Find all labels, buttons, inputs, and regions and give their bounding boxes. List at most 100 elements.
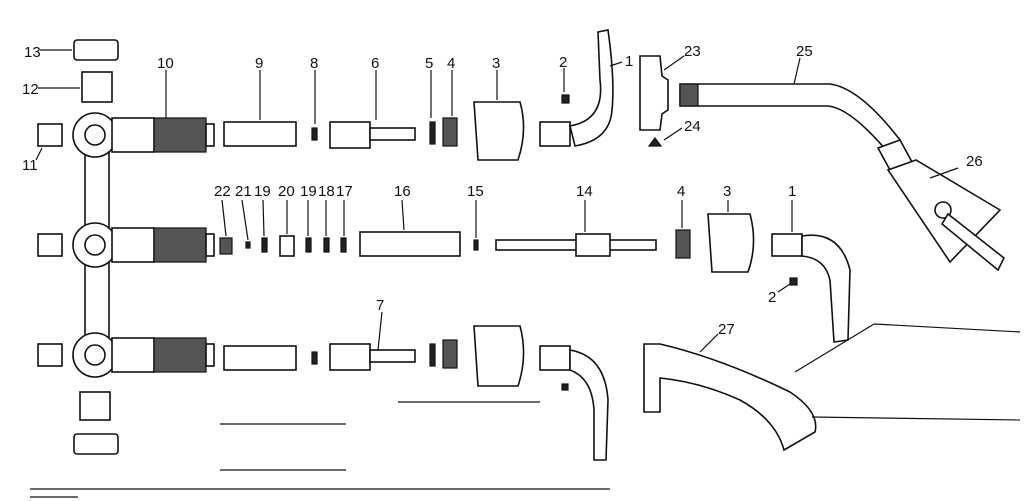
washer-15: [473, 239, 479, 251]
shower-arm-25: [679, 83, 902, 152]
leader-11: [35, 147, 43, 161]
screw-2: [561, 94, 570, 104]
leader-23: [663, 55, 685, 71]
nut-22: [219, 237, 233, 255]
spring-19b: [305, 237, 312, 253]
shower-arm-thread: [679, 83, 699, 107]
line-8: [811, 416, 1021, 421]
tub-spout-27: [643, 343, 817, 452]
label-9: 9: [255, 55, 263, 72]
line-6: [794, 323, 875, 373]
label-16: 16: [394, 183, 411, 200]
center-port-bore: [84, 234, 106, 256]
label-12: 12: [22, 81, 39, 98]
ring-8: [311, 127, 318, 141]
label-4b: 4: [677, 183, 685, 200]
handle-row3-lever: [569, 349, 609, 461]
hot-arm-thread: [153, 117, 207, 153]
cold-port-bore: [84, 344, 106, 366]
label-18: 18: [318, 183, 335, 200]
label-2b: 2: [768, 289, 776, 306]
label-15: 15: [467, 183, 484, 200]
label-14: 14: [576, 183, 593, 200]
leader-7: [377, 311, 383, 351]
leader-1: [609, 61, 623, 67]
adapter-12-top: [81, 71, 113, 103]
leader-19a: [262, 199, 265, 237]
label-1a: 1: [625, 53, 633, 70]
label-21: 21: [235, 183, 252, 200]
label-5: 5: [425, 55, 433, 72]
handle-1b-hub: [771, 233, 803, 257]
cold-arm: [111, 337, 155, 373]
escutcheon-3b: [707, 213, 755, 273]
nut-13-top: [73, 39, 119, 61]
sleeve-9: [223, 121, 297, 147]
label-11: 11: [22, 157, 38, 174]
setscrew-24: [647, 137, 663, 147]
center-arm-thread: [153, 227, 207, 263]
leader-21: [241, 199, 249, 241]
plug-11-top: [37, 123, 63, 147]
label-20: 20: [278, 183, 295, 200]
ring-17: [340, 237, 347, 253]
escutcheon-row3: [473, 325, 525, 387]
leader-16: [401, 199, 405, 231]
ball-21: [245, 241, 251, 249]
cold-arm-thread: [153, 337, 207, 373]
line-7: [873, 323, 1021, 333]
leader-2b: [777, 283, 791, 293]
handle-row3-hub: [539, 345, 571, 371]
leader-22: [221, 199, 227, 237]
label-3a: 3: [492, 55, 500, 72]
label-19a: 19: [254, 183, 271, 200]
washer-5: [429, 121, 436, 145]
label-26: 26: [966, 153, 983, 170]
cold-arm-lip: [205, 343, 215, 367]
label-24: 24: [684, 118, 701, 135]
label-10: 10: [157, 55, 174, 72]
flange-23: [639, 55, 669, 131]
handle-1-lever: [569, 29, 614, 147]
hot-port-bore: [84, 124, 106, 146]
stem-7-body: [329, 343, 371, 371]
leader-24: [663, 127, 683, 141]
label-25: 25: [796, 43, 813, 60]
insert-row3: [442, 339, 458, 369]
insert-4: [442, 117, 458, 147]
diverter-stem-collar: [575, 233, 611, 257]
label-17: 17: [336, 183, 353, 200]
center-arm-lip: [205, 233, 215, 257]
shower-head-lever: [940, 212, 1006, 272]
hot-arm: [111, 117, 155, 153]
plug-center: [37, 233, 63, 257]
ring-row3: [311, 351, 318, 365]
label-8: 8: [310, 55, 318, 72]
sleeve-row3: [223, 345, 297, 371]
label-1b: 1: [788, 183, 796, 200]
shower-head-pivot: [934, 201, 952, 219]
cap-20: [279, 235, 295, 257]
label-7: 7: [376, 297, 384, 314]
handle-1-hub: [539, 121, 571, 147]
hot-arm-lip: [205, 123, 215, 147]
label-19b: 19: [300, 183, 317, 200]
label-27: 27: [718, 321, 735, 338]
nut-bottom: [73, 433, 119, 455]
label-3b: 3: [723, 183, 731, 200]
label-23: 23: [684, 43, 701, 60]
label-2a: 2: [559, 54, 567, 71]
screw-row3: [561, 383, 569, 391]
adapter-bottom: [79, 391, 111, 421]
label-4a: 4: [447, 55, 455, 72]
handle-1b-lever: [801, 234, 851, 343]
valve-body: [72, 112, 215, 378]
ring-18: [323, 237, 330, 253]
cartridge-16: [359, 231, 461, 257]
stem-6-body: [329, 121, 371, 149]
washer-row3: [429, 343, 436, 367]
stem-7-shaft: [369, 349, 416, 363]
insert-4b: [675, 229, 691, 259]
